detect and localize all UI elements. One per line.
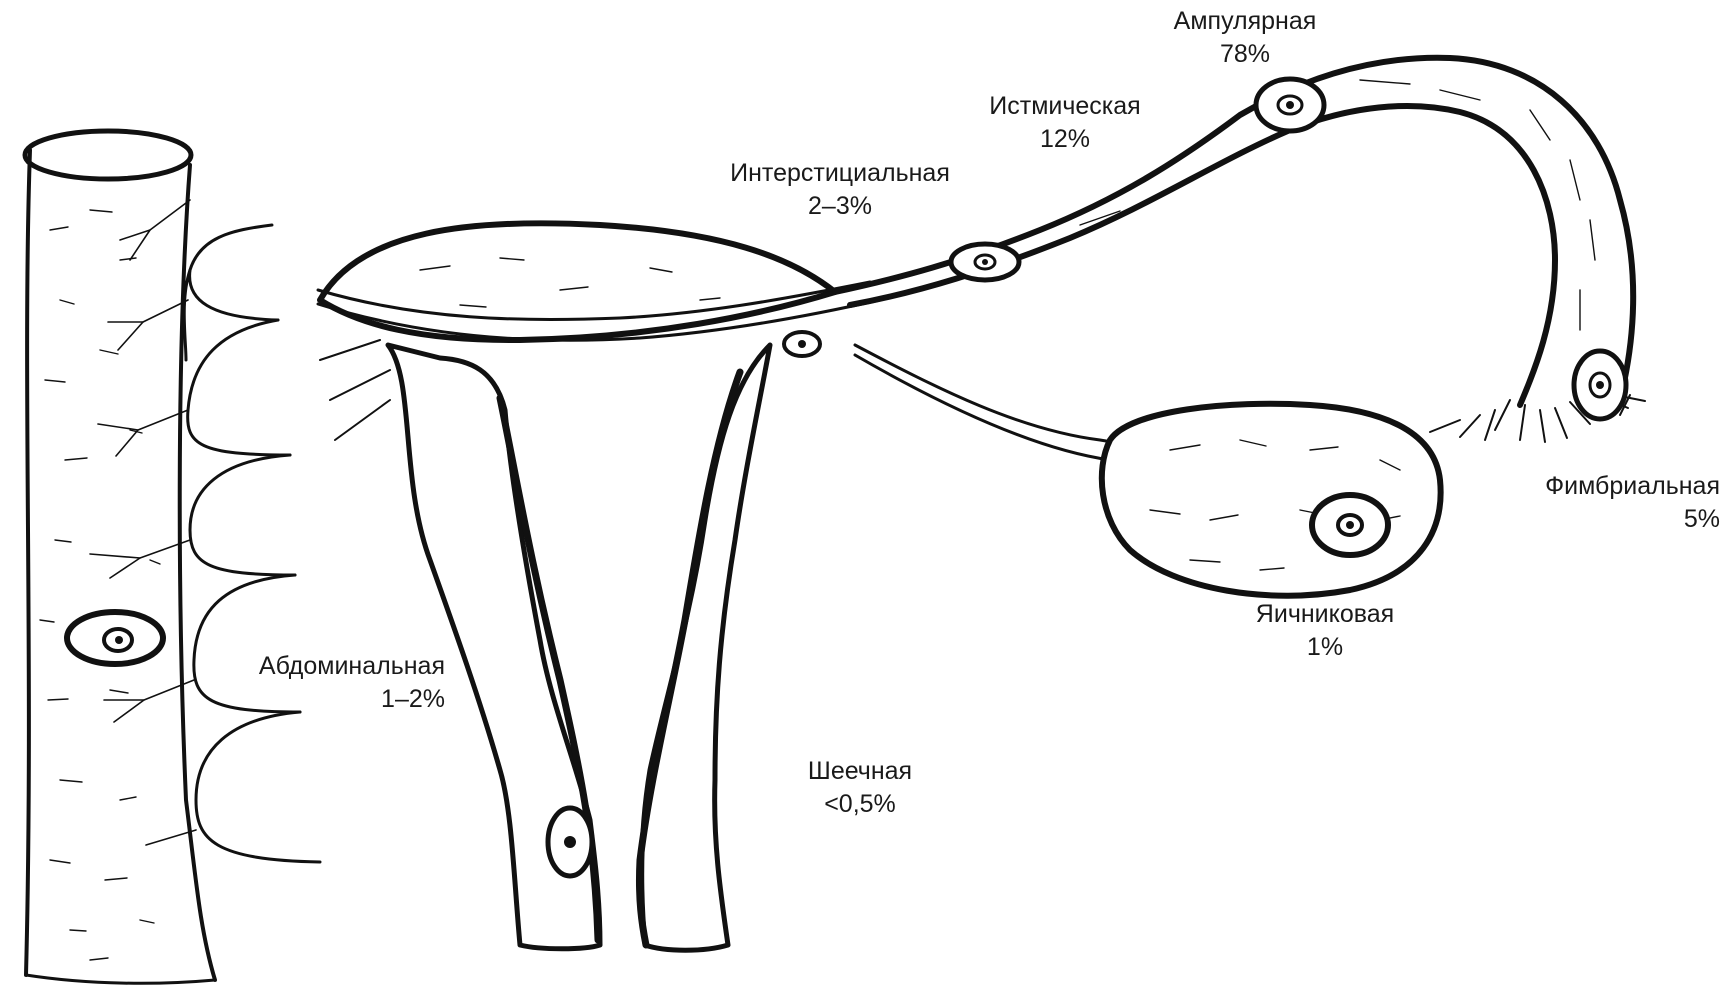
ampullary-name: Ампулярная: [1135, 5, 1355, 38]
abdominal-percent: 1–2%: [200, 683, 445, 716]
cervical-pregnancy-site: [548, 808, 592, 876]
uterine-wall-right: [639, 345, 770, 950]
ovary: [1102, 404, 1441, 596]
isthmic-percent: 12%: [965, 123, 1165, 156]
abdominal-pregnancy-site: [67, 612, 163, 664]
uterus-fundus: [318, 223, 880, 340]
isthmic-pregnancy-site: [951, 244, 1019, 280]
cervical-name: Шеечная: [760, 755, 960, 788]
fimbrial-pregnancy-site: [1574, 351, 1626, 419]
label-abdominal: Абдоминальная 1–2%: [200, 650, 445, 716]
label-ampullary: Ампулярная 78%: [1135, 5, 1355, 71]
interstitial-percent: 2–3%: [690, 190, 990, 223]
label-fimbrial: Фимбриальная 5%: [1480, 470, 1720, 536]
label-cervical: Шеечная <0,5%: [760, 755, 960, 821]
fimbrial-percent: 5%: [1480, 503, 1720, 536]
isthmic-name: Истмическая: [965, 90, 1165, 123]
ovarian-name: Яичниковая: [1225, 598, 1425, 631]
ampullary-percent: 78%: [1135, 38, 1355, 71]
interstitial-pregnancy-site: [784, 332, 820, 356]
interstitial-name: Интерстициальная: [690, 157, 990, 190]
label-isthmic: Истмическая 12%: [965, 90, 1165, 156]
label-ovarian: Яичниковая 1%: [1225, 598, 1425, 664]
mesentery-vessels: [184, 225, 320, 862]
cervical-percent: <0,5%: [760, 788, 960, 821]
label-interstitial: Интерстициальная 2–3%: [690, 157, 990, 223]
ovarian-percent: 1%: [1225, 631, 1425, 664]
ligament-fibers: [320, 340, 390, 440]
ampullary-pregnancy-site: [1256, 79, 1324, 131]
ovarian-pregnancy-site: [1312, 495, 1388, 555]
fimbrial-name: Фимбриальная: [1480, 470, 1720, 503]
abdominal-name: Абдоминальная: [200, 650, 445, 683]
